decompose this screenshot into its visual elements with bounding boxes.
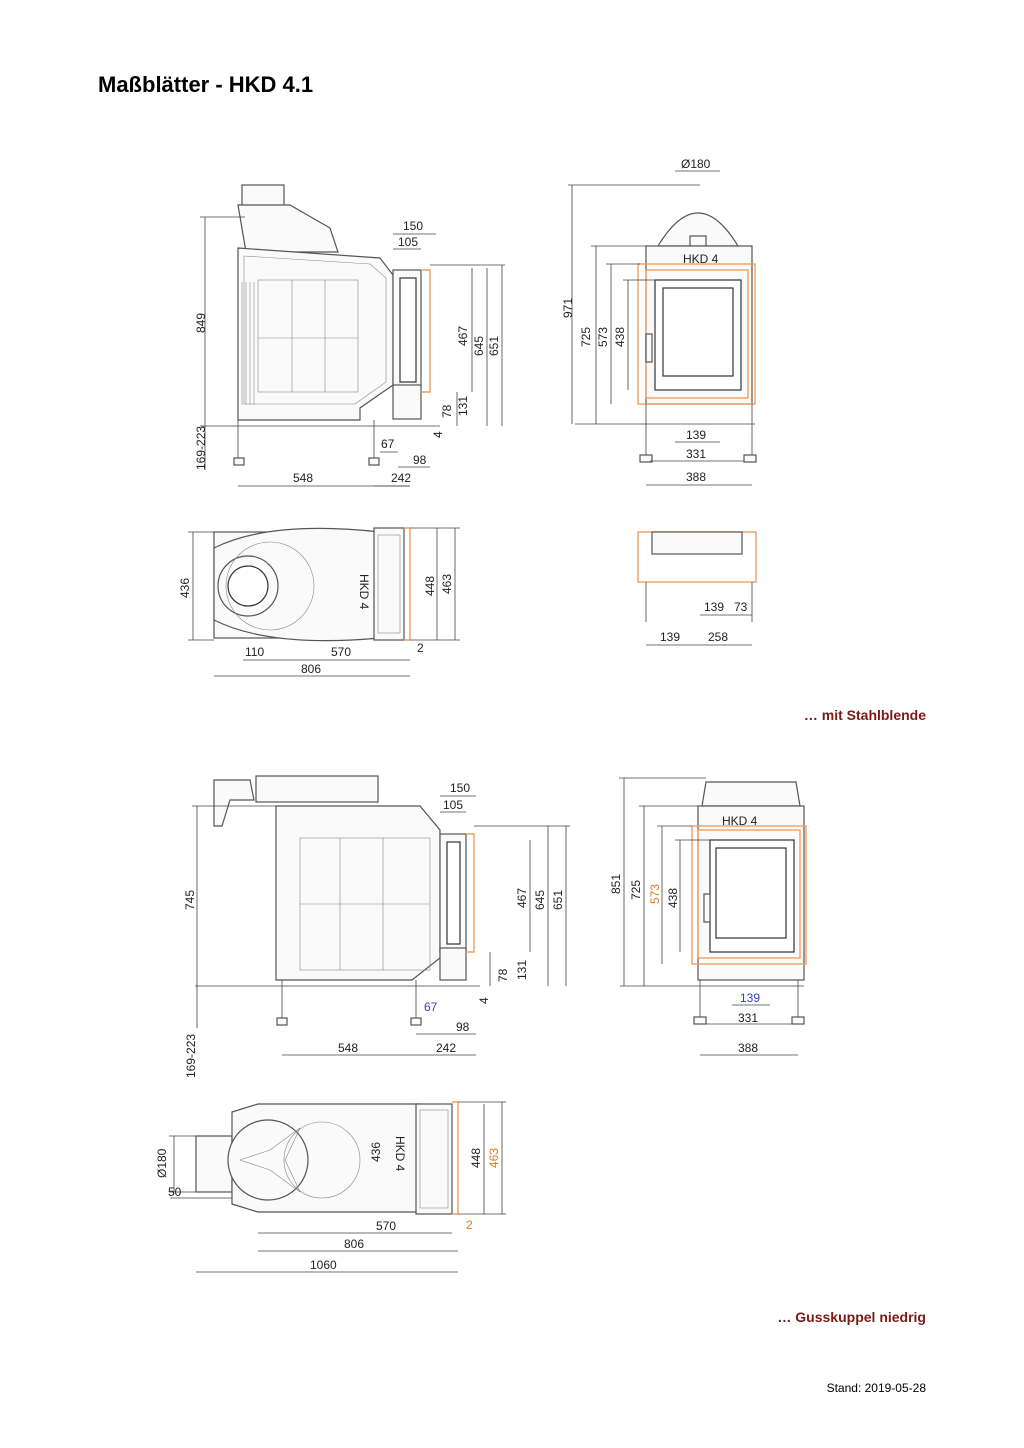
s2-top-labels: Ø180 50 436 448 463 570 2 806 1060 HKD 4 <box>155 1136 501 1272</box>
dim-label: 849 <box>194 313 208 333</box>
s1-top-dimensions <box>188 527 460 677</box>
dim-label: 169-223 <box>184 1034 198 1078</box>
dim-label: 438 <box>613 327 627 347</box>
dim-label: Ø180 <box>681 157 711 171</box>
dim-label: 2 <box>417 641 424 655</box>
dim-label: 139 <box>740 991 760 1005</box>
dim-label: 105 <box>398 235 418 249</box>
dim-label: 150 <box>403 219 423 233</box>
dim-label: 570 <box>376 1219 396 1233</box>
s2-top-dimensions <box>169 1101 506 1273</box>
dim-label: 131 <box>456 396 470 416</box>
s1-side-labels: 150 105 849 467 645 651 131 78 4 67 98 1… <box>194 219 501 485</box>
s2-front-labels: 851 725 573 438 139 331 388 HKD 4 <box>609 814 760 1055</box>
dim-label: 73 <box>734 600 748 614</box>
dim-label: 573 <box>596 327 610 347</box>
dim-label: 105 <box>443 798 463 812</box>
caption-cast-dome-low: … Gusskuppel niedrig <box>777 1309 926 1325</box>
dim-label: 388 <box>686 470 706 484</box>
dim-label: 438 <box>666 888 680 908</box>
dim-label: 548 <box>338 1041 358 1055</box>
s1-detail-labels: 139 73 139 258 <box>660 600 748 644</box>
dim-label: 2 <box>466 1218 473 1232</box>
s2-side-view <box>195 775 480 1026</box>
dim-label: 150 <box>450 781 470 795</box>
dim-label: 242 <box>436 1041 456 1055</box>
dim-label: 98 <box>413 453 427 467</box>
dim-label: 851 <box>609 874 623 894</box>
dim-label: 645 <box>472 336 486 356</box>
s1-front-dimensions <box>568 170 752 486</box>
dim-label: 78 <box>440 404 454 418</box>
dim-label: 139 <box>704 600 724 614</box>
page-title: Maßblätter - HKD 4.1 <box>98 72 314 97</box>
s2-front-dimensions <box>619 777 798 1056</box>
s2-front-view <box>620 781 807 1025</box>
s1-side-view <box>200 184 440 466</box>
brand-label: HKD 4 <box>357 574 371 610</box>
s1-front-labels: Ø180 971 725 573 438 139 331 388 HKD 4 <box>561 157 719 484</box>
dim-label: 110 <box>245 645 264 659</box>
dim-label: 448 <box>423 576 437 596</box>
dim-label: 50 <box>168 1185 182 1199</box>
revision-date: Stand: 2019-05-28 <box>826 1381 926 1395</box>
dim-label: 745 <box>183 890 197 910</box>
dim-label: 651 <box>551 890 565 910</box>
dim-label: 463 <box>487 1148 501 1168</box>
dim-label: 448 <box>469 1148 483 1168</box>
dim-label: 331 <box>686 447 706 461</box>
dim-label: 436 <box>178 578 192 598</box>
dim-label: 98 <box>456 1020 470 1034</box>
dim-label: 4 <box>477 997 491 1004</box>
s1-top-view <box>213 527 411 642</box>
dim-label: 67 <box>381 437 395 451</box>
s2-side-dimensions <box>192 795 570 1056</box>
dim-label: 651 <box>487 336 501 356</box>
dim-label: 139 <box>660 630 680 644</box>
dim-label: Ø180 <box>155 1148 169 1178</box>
s2-top-view <box>195 1101 459 1215</box>
dim-label: 169-223 <box>194 426 208 470</box>
dim-label: 548 <box>293 471 313 485</box>
dim-label: 467 <box>515 888 529 908</box>
dim-label: 331 <box>738 1011 758 1025</box>
dim-label: 258 <box>708 630 728 644</box>
dim-label: 242 <box>391 471 411 485</box>
dim-label: 806 <box>344 1237 364 1251</box>
dim-label: 467 <box>456 326 470 346</box>
s1-detail-view <box>637 531 757 646</box>
dim-label: 725 <box>629 880 643 900</box>
s1-top-labels: 436 448 463 110 570 2 806 HKD 4 <box>178 574 454 676</box>
dim-label: 645 <box>533 890 547 910</box>
dim-label: 1060 <box>310 1258 337 1272</box>
dim-label: 436 <box>369 1142 383 1162</box>
dim-label: 463 <box>440 574 454 594</box>
dim-label: 78 <box>496 968 510 982</box>
dim-label: 67 <box>424 1000 438 1014</box>
dim-label: 4 <box>431 431 445 438</box>
dim-label: 388 <box>738 1041 758 1055</box>
dim-label: 570 <box>331 645 351 659</box>
caption-steel-facing: … mit Stahlblende <box>803 707 926 723</box>
s1-side-dimensions <box>200 216 505 487</box>
dim-label: 573 <box>648 884 662 904</box>
brand-label: HKD 4 <box>393 1136 407 1172</box>
brand-label: HKD 4 <box>683 252 719 266</box>
dim-label: 725 <box>579 327 593 347</box>
dim-label: 131 <box>515 960 529 980</box>
dim-label: 139 <box>686 428 706 442</box>
dim-label: 971 <box>561 298 575 318</box>
dim-label: 806 <box>301 662 321 676</box>
s1-front-view <box>575 212 757 463</box>
s2-side-labels: 150 105 745 467 645 651 131 78 4 67 98 1… <box>183 781 565 1078</box>
brand-label: HKD 4 <box>722 814 758 828</box>
